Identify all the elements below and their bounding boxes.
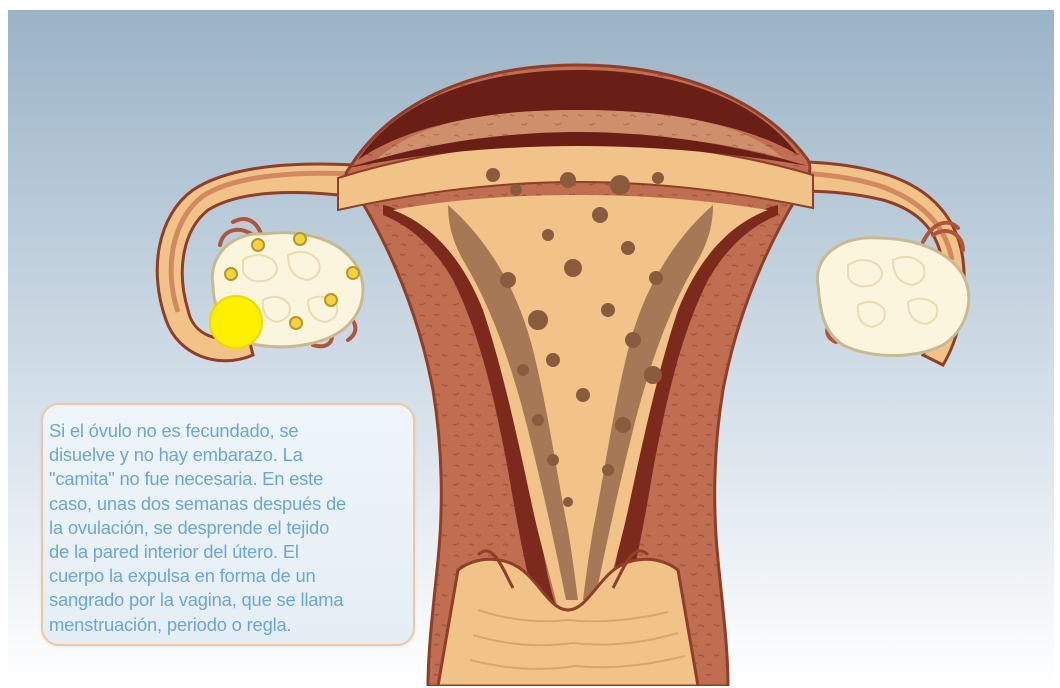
follicle bbox=[347, 267, 359, 279]
right-ovary bbox=[817, 238, 968, 356]
follicle bbox=[290, 317, 302, 329]
illustration-stage: Si el óvulo no es fecundado, se disuelve… bbox=[8, 10, 1054, 686]
follicle bbox=[225, 268, 237, 280]
follicle bbox=[294, 233, 306, 245]
follicle bbox=[325, 294, 337, 306]
caption-text: Si el óvulo no es fecundado, se disuelve… bbox=[49, 419, 403, 637]
caption-box: Si el óvulo no es fecundado, se disuelve… bbox=[41, 403, 415, 646]
ovule bbox=[210, 296, 262, 348]
follicle bbox=[252, 239, 264, 251]
